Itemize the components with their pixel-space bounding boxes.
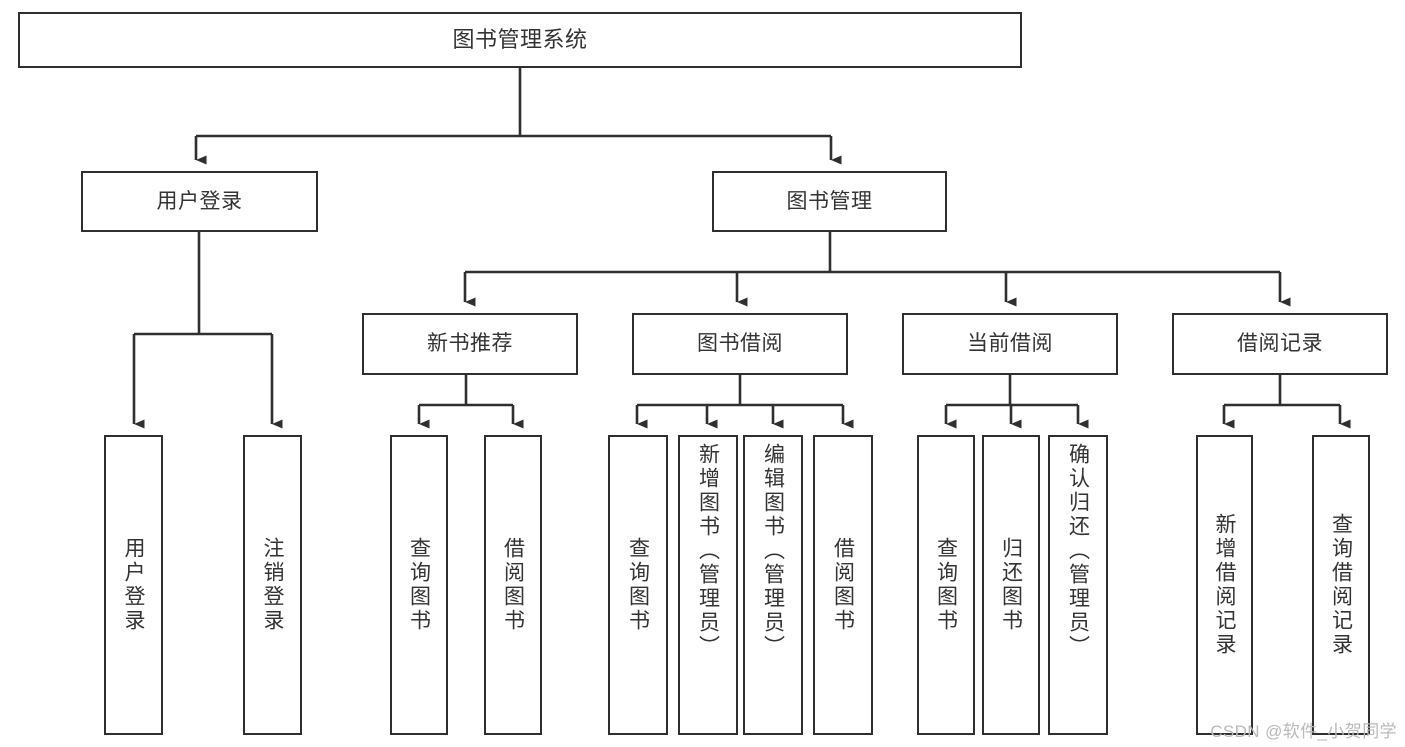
node-leaf-query-book-1[interactable]: 查询图书 [390,435,448,735]
node-leaf-query-book-2[interactable]: 查询图书 [608,435,668,735]
node-leaf-user-login[interactable]: 用户登录 [104,435,163,735]
node-new-book-recommend-label: 新书推荐 [427,332,513,356]
node-leaf-confirm-return-label: 确认归还（管理员） [1066,443,1090,659]
watermark: CSDN @软件_小贺同学 [1210,722,1397,741]
node-book-management-label: 图书管理 [786,189,873,213]
node-leaf-borrow-book-2[interactable]: 借阅图书 [813,435,873,735]
node-root-label: 图书管理系统 [452,26,588,52]
node-leaf-edit-book-label: 编辑图书（管理员） [761,443,785,659]
node-leaf-add-borrow-record-label: 新增借阅记录 [1213,513,1236,657]
node-book-borrow[interactable]: 图书借阅 [632,313,848,375]
node-leaf-add-book[interactable]: 新增图书（管理员） [678,435,738,735]
node-leaf-logout-login-label: 注销登录 [261,537,284,633]
node-leaf-return-book-label: 归还图书 [999,537,1023,633]
node-leaf-query-borrow-record[interactable]: 查询借阅记录 [1312,435,1370,735]
node-leaf-user-login-label: 用户登录 [122,537,145,633]
node-leaf-borrow-book-1[interactable]: 借阅图书 [484,435,542,735]
node-borrow-record[interactable]: 借阅记录 [1172,313,1388,375]
node-borrow-record-label: 借阅记录 [1237,332,1323,356]
node-leaf-query-book-1-label: 查询图书 [407,537,431,633]
node-leaf-edit-book[interactable]: 编辑图书（管理员） [743,435,803,735]
node-user-login-label: 用户登录 [156,189,243,213]
node-leaf-query-book-2-label: 查询图书 [626,537,650,633]
node-book-management[interactable]: 图书管理 [712,171,947,232]
node-book-borrow-label: 图书借阅 [697,332,783,356]
node-leaf-add-book-label: 新增图书（管理员） [696,443,720,659]
node-root[interactable]: 图书管理系统 [18,12,1022,68]
node-leaf-borrow-book-1-label: 借阅图书 [501,537,525,633]
node-leaf-add-borrow-record[interactable]: 新增借阅记录 [1196,435,1253,735]
node-leaf-query-book-3[interactable]: 查询图书 [917,435,975,735]
node-leaf-return-book[interactable]: 归还图书 [982,435,1040,735]
node-current-borrow-label: 当前借阅 [967,332,1053,356]
node-user-login[interactable]: 用户登录 [81,171,318,232]
node-leaf-confirm-return[interactable]: 确认归还（管理员） [1048,435,1108,735]
node-leaf-borrow-book-2-label: 借阅图书 [831,537,855,633]
node-current-borrow[interactable]: 当前借阅 [902,313,1118,375]
node-leaf-logout-login[interactable]: 注销登录 [243,435,302,735]
node-leaf-query-book-3-label: 查询图书 [934,537,958,633]
node-new-book-recommend[interactable]: 新书推荐 [362,313,578,375]
node-leaf-query-borrow-record-label: 查询借阅记录 [1329,513,1353,657]
